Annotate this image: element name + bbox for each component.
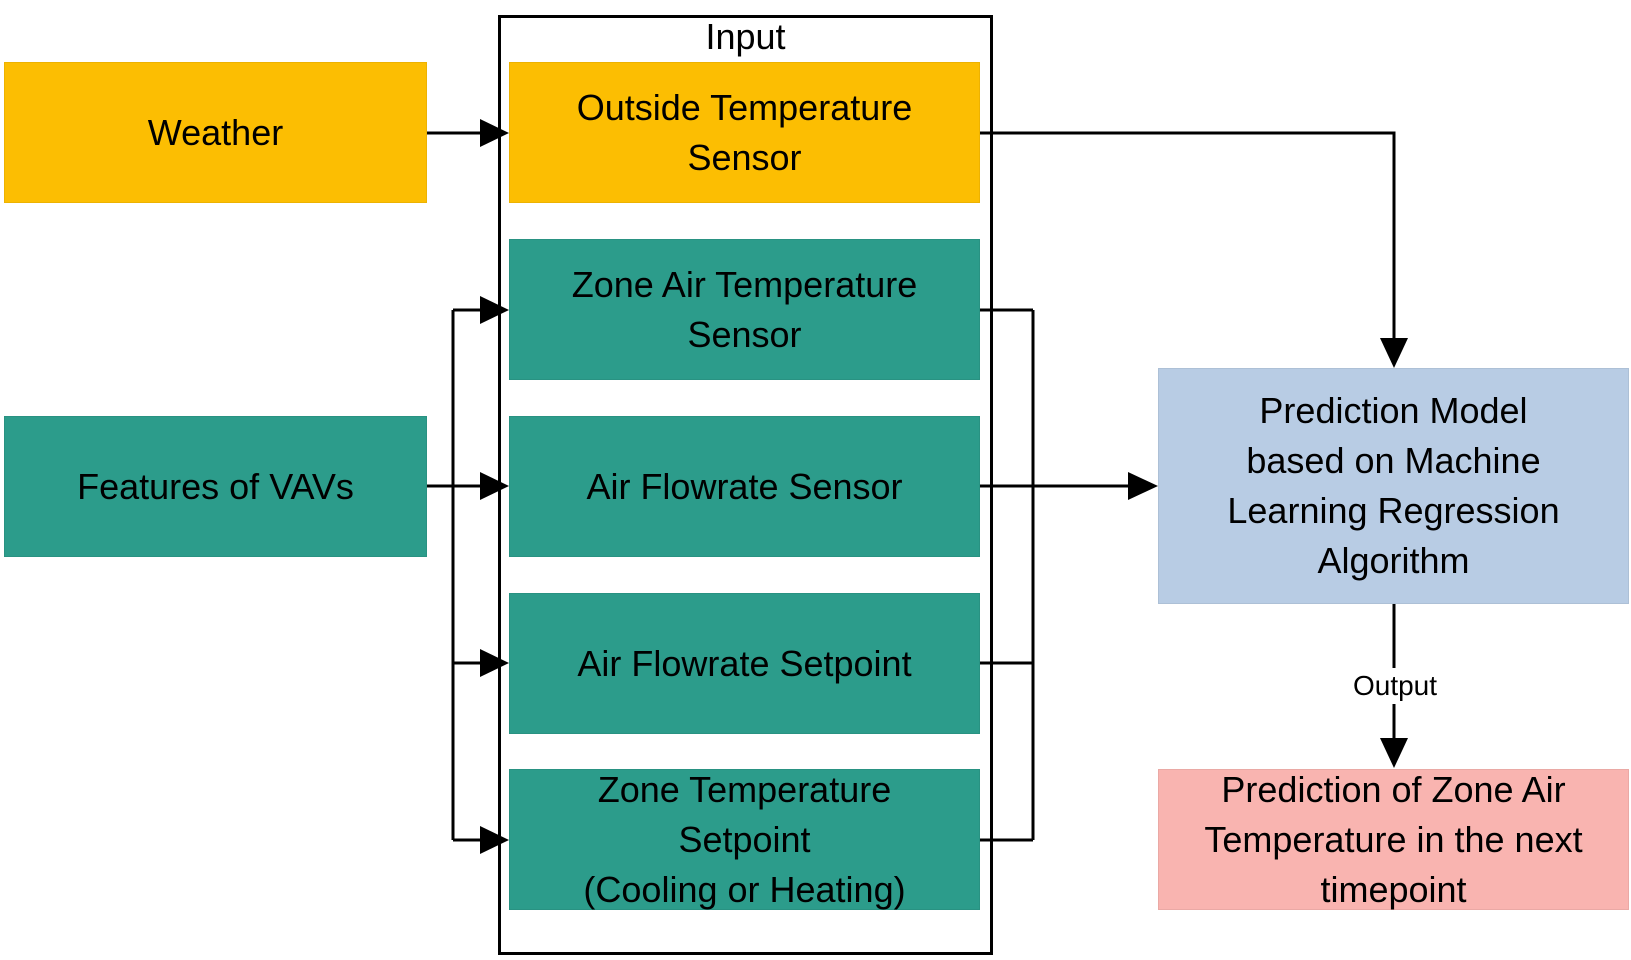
arrowhead-prediction [1380,738,1408,768]
prediction-model-box: Prediction Model based on Machine Learni… [1158,368,1629,604]
zone-temp-setpoint-box: Zone Temperature Setpoint (Cooling or He… [509,769,980,910]
air-flowrate-setpoint-box: Air Flowrate Setpoint [509,593,980,734]
air-flowrate-setpoint-label: Air Flowrate Setpoint [577,642,912,684]
model-line-2: based on Machine [1246,440,1541,481]
arrowhead-model-top [1380,338,1408,368]
vav-features-label: Features of VAVs [77,465,354,507]
outside-temp-sensor-box: Outside Temperature Sensor [509,62,980,203]
outside-temp-line-1: Outside Temperature [576,86,913,128]
prediction-line-1: Prediction of Zone Air [1221,768,1566,810]
arrow-outside-temp-to-model [980,131,1396,340]
air-flowrate-sensor-label: Air Flowrate Sensor [586,465,903,507]
zone-air-temp-sensor-box: Zone Air Temperature Sensor [509,239,980,380]
arrowhead-zone-temp-setpoint [480,826,509,854]
model-line-3: Learning Regression [1227,490,1560,531]
input-group-frame [498,15,993,955]
model-line-1: Prediction Model [1259,390,1528,431]
prediction-line-3: timepoint [1320,868,1467,910]
air-flowrate-sensor-box: Air Flowrate Sensor [509,416,980,557]
input-group-title: Input [705,16,786,57]
zone-temp-setpoint-line-2: Setpoint [678,818,811,860]
zone-temp-setpoint-line-3: (Cooling or Heating) [583,868,906,910]
prediction-output-box: Prediction of Zone Air Temperature in th… [1158,769,1629,910]
zone-air-temp-line-2: Sensor [687,313,802,355]
outside-temp-line-2: Sensor [687,136,802,178]
model-line-4: Algorithm [1317,540,1470,581]
zone-air-temp-line-1: Zone Air Temperature [571,263,918,305]
weather-box: Weather [4,62,427,203]
arrowhead-outside-temp [480,119,509,147]
prediction-line-2: Temperature in the next [1204,818,1583,860]
arrowhead-airflow-sensor [480,472,509,500]
output-label: Output [1330,668,1460,704]
arrowhead-zone-air-temp [480,296,509,324]
arrowhead-airflow-setpoint [480,649,509,677]
weather-label: Weather [147,111,284,153]
arrowhead-model-left [1128,472,1158,500]
vav-features-box: Features of VAVs [4,416,427,557]
zone-temp-setpoint-line-1: Zone Temperature [597,768,892,810]
